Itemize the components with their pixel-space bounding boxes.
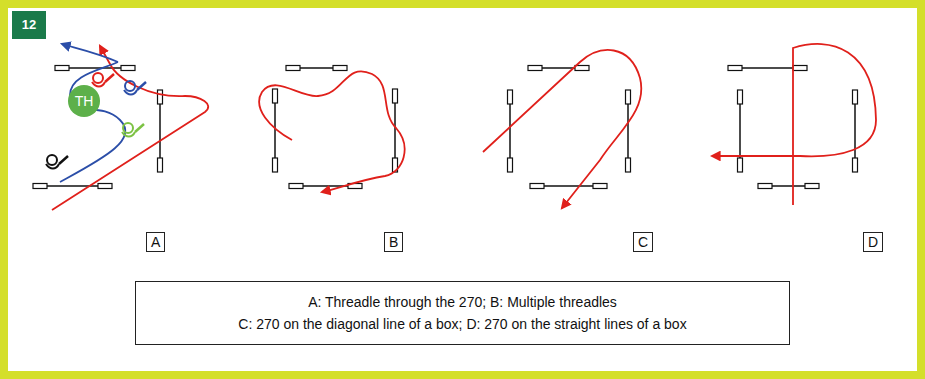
rider-head: [123, 123, 133, 133]
jump-stand: [273, 158, 278, 172]
rider-stick: [135, 124, 144, 132]
jump-stand: [738, 158, 743, 172]
jump-pole: [537, 185, 600, 187]
rider-head: [125, 81, 135, 91]
rider-stick: [137, 82, 146, 90]
jump-obstacle: [286, 66, 347, 71]
panel-label: B: [384, 232, 403, 252]
rider-icon: [124, 81, 146, 95]
rider-body: [122, 132, 135, 137]
jump-obstacle: [626, 90, 631, 172]
rider-body: [92, 82, 105, 87]
jump-stand: [158, 90, 163, 104]
node-text: C: 270 on the diagonal line of a box; D:…: [150, 313, 775, 335]
jump-obstacles: [33, 66, 858, 189]
jump-obstacle: [55, 66, 135, 71]
rider-icon: [46, 155, 68, 169]
route-line: [712, 44, 876, 205]
panel-label: C: [633, 232, 653, 252]
route-line: [483, 50, 641, 208]
node-text: B: [389, 234, 398, 250]
jump-stand: [575, 66, 589, 71]
jump-stand: [593, 184, 607, 189]
rider-icon: [122, 123, 144, 137]
jump-obstacle: [528, 66, 589, 71]
jump-stand: [738, 90, 743, 104]
jump-pole: [394, 96, 396, 165]
jump-obstacle: [738, 90, 743, 172]
rider-stick: [105, 74, 114, 82]
node-text: D: [868, 234, 878, 250]
rider-icon: [92, 73, 114, 87]
jump-stand: [33, 184, 47, 189]
panel-label: A: [146, 232, 165, 252]
jump-obstacle: [33, 184, 112, 189]
jump-obstacle: [853, 90, 858, 172]
jump-stand: [853, 90, 858, 104]
rider-stick: [59, 156, 68, 164]
jump-pole: [274, 96, 276, 165]
route-line: [259, 71, 404, 192]
jump-stand: [626, 158, 631, 172]
jump-stand: [805, 184, 819, 189]
riding-routes: [52, 44, 876, 210]
jump-obstacle: [158, 90, 163, 172]
jump-obstacle: [728, 66, 807, 71]
route-line: [52, 46, 208, 210]
jump-stand: [273, 89, 278, 103]
jump-pole: [509, 97, 511, 165]
jump-stand: [333, 66, 347, 71]
jump-stand: [286, 66, 300, 71]
jump-obstacle: [758, 184, 819, 189]
rider-head: [93, 73, 103, 83]
jump-stand: [393, 89, 398, 103]
jump-pole: [159, 97, 161, 165]
jump-pole: [739, 97, 741, 165]
jump-stand: [530, 184, 544, 189]
jump-stand: [793, 66, 807, 71]
panel-label: D: [863, 232, 883, 252]
jump-stand: [528, 66, 542, 71]
node-text: A: Threadle through the 270; B: Multiple…: [150, 291, 775, 313]
jump-pole: [62, 67, 128, 69]
node-text: TH: [68, 93, 100, 109]
rider-body: [124, 90, 137, 95]
jump-obstacle: [508, 90, 513, 172]
jump-stand: [289, 184, 303, 189]
jump-stand: [55, 66, 69, 71]
rider-icons: [46, 73, 146, 169]
route-line: [60, 62, 125, 182]
trainer-circle: TH: [68, 85, 100, 117]
jump-pole: [735, 67, 800, 69]
rider-body: [46, 164, 59, 169]
jump-obstacle: [393, 89, 398, 172]
jump-stand: [508, 158, 513, 172]
jump-stand: [158, 158, 163, 172]
jump-stand: [121, 66, 135, 71]
figure-number: 12: [12, 11, 46, 39]
jump-pole: [40, 185, 105, 187]
node-text: C: [638, 234, 648, 250]
jump-obstacle: [530, 184, 607, 189]
jump-pole: [627, 97, 629, 165]
route-line: [62, 44, 118, 62]
jump-stand: [758, 184, 772, 189]
jump-stand: [508, 90, 513, 104]
jump-stand: [853, 158, 858, 172]
jump-stand: [626, 90, 631, 104]
jump-stand: [98, 184, 112, 189]
jump-stand: [728, 66, 742, 71]
node-text: A: [151, 234, 160, 250]
jump-pole: [854, 97, 856, 165]
rider-head: [47, 155, 57, 165]
caption-box: A: Threadle through the 270; B: Multiple…: [135, 281, 790, 345]
node-text: 12: [12, 17, 46, 32]
